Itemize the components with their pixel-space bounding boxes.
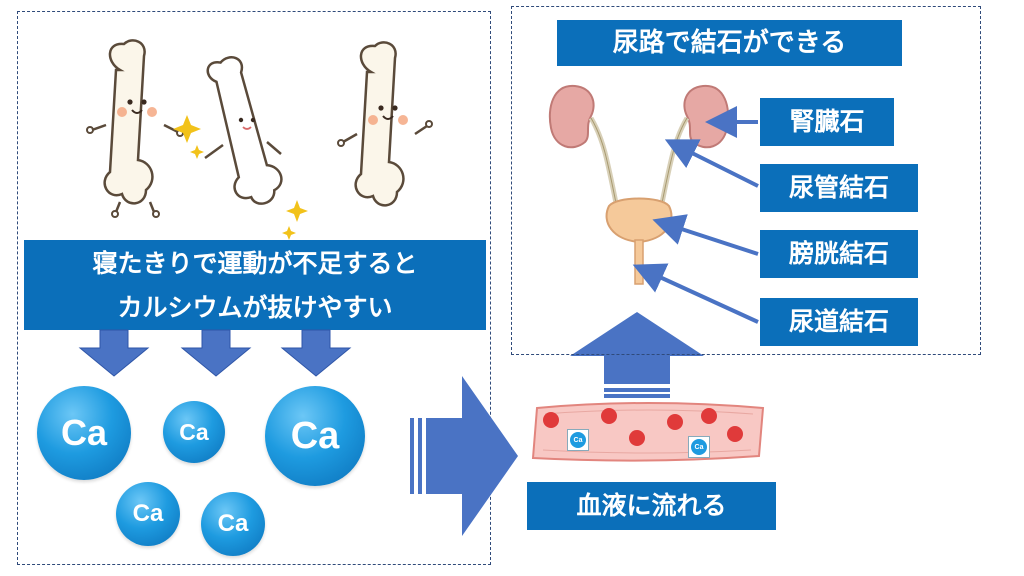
urinary-panel	[511, 6, 981, 355]
urinary-title: 尿路で結石ができる	[557, 20, 902, 66]
bones-caption-line-1: 寝たきりで運動が不足すると	[92, 249, 418, 278]
calcium-small-icon: Ca	[567, 429, 589, 451]
bones-caption: 寝たきりで運動が不足すると カルシウムが抜けやすい	[24, 240, 486, 330]
bones-illustration	[86, 39, 433, 240]
pointer-arrow-bladder	[652, 214, 759, 256]
stone-label-kidney: 腎臓石	[760, 98, 894, 146]
bone-character-right	[337, 41, 433, 207]
down-arrow-icon	[78, 329, 150, 377]
bone-character-center	[173, 56, 308, 240]
bones-caption-line-2: カルシウムが抜けやすい	[117, 293, 393, 322]
stone-label-bladder: 膀胱結石	[760, 230, 918, 278]
calcium-ball: Ca	[37, 386, 131, 480]
down-arrow-icon	[180, 329, 252, 377]
pointer-arrow-urethra	[632, 263, 759, 324]
stone-label-urethra: 尿道結石	[760, 298, 918, 346]
bone-character-left	[86, 39, 184, 218]
calcium-ball: Ca	[163, 401, 225, 463]
calcium-ball: Ca	[265, 386, 365, 486]
calcium-ball: Ca	[201, 492, 265, 556]
down-arrow-icon	[280, 329, 352, 377]
pointer-arrow-ureter	[664, 139, 759, 188]
calcium-ball: Ca	[116, 482, 180, 546]
kidney-left	[548, 84, 595, 149]
blood-label: 血液に流れる	[527, 482, 776, 530]
calcium-small-icon: Ca	[688, 436, 710, 458]
down-arrows	[78, 329, 352, 377]
left-panel	[17, 11, 491, 565]
stone-label-ureter: 尿管結石	[760, 164, 918, 212]
up-arrow-icon	[570, 312, 704, 398]
right-arrow-icon	[410, 376, 518, 536]
